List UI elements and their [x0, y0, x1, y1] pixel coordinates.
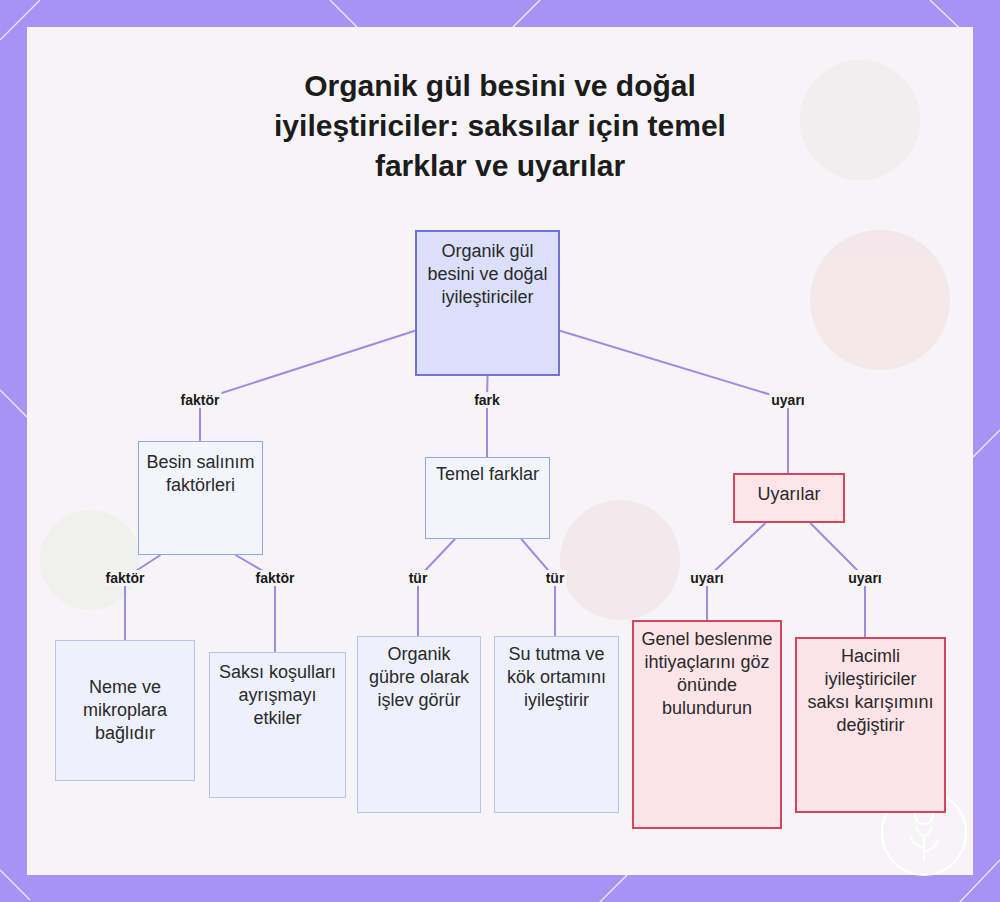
edge-label: uyarı: [688, 570, 725, 586]
edge-label: faktör: [179, 392, 222, 408]
node-text: Neme ve mikroplara bağlıdır: [62, 676, 188, 745]
warning-category-box: Uyarılar: [733, 473, 845, 523]
leaf-box: Organik gübre olarak işlev görür: [357, 636, 481, 813]
node-text: Temel farklar: [432, 463, 543, 486]
edge-label: fark: [472, 392, 502, 408]
node-text: Uyarılar: [741, 483, 837, 506]
connector-line: [125, 555, 161, 640]
connector-line: [418, 539, 455, 636]
connector-line: [521, 539, 555, 636]
edge-label: uyarı: [846, 570, 883, 586]
edge-label: faktör: [104, 570, 147, 586]
diagram-title: Organik gül besini ve doğal iyileştirici…: [255, 66, 745, 186]
node-text: Organik gübre olarak işlev görür: [364, 643, 474, 712]
edge-label: tür: [407, 570, 430, 586]
leaf-box: Saksı koşulları ayrışmayı etkiler: [209, 652, 346, 798]
warning-box: Hacimli iyileştiriciler saksı karışımını…: [795, 637, 946, 813]
root-box: Organik gül besini ve doğal iyileştirici…: [415, 230, 560, 376]
page-background: [27, 27, 973, 875]
connector-line: [560, 331, 788, 473]
background-photo-hint: [40, 60, 950, 620]
node-text: Besin salınım faktörleri: [145, 451, 256, 497]
leaf-box: Neme ve mikroplara bağlıdır: [55, 640, 195, 781]
node-text: Genel beslenme ihtiyaçlarını göz önünde …: [640, 628, 774, 720]
node-text: Hacimli iyileştiriciler saksı karışımını…: [803, 645, 938, 737]
category-box: Temel farklar: [425, 457, 550, 539]
leaf-box: Su tutma ve kök ortamını iyileştirir: [494, 636, 619, 813]
connector-line: [486, 376, 489, 457]
node-text: Organik gül besini ve doğal iyileştirici…: [423, 240, 552, 309]
edge-label: uyarı: [769, 392, 806, 408]
node-text: Su tutma ve kök ortamını iyileştirir: [501, 643, 612, 712]
edge-label: faktör: [254, 570, 297, 586]
warning-box: Genel beslenme ihtiyaçlarını göz önünde …: [632, 620, 782, 829]
edge-label: tür: [544, 570, 567, 586]
connector-line: [200, 331, 415, 441]
node-text: Saksı koşulları ayrışmayı etkiler: [216, 661, 339, 730]
category-box: Besin salınım faktörleri: [138, 441, 263, 555]
